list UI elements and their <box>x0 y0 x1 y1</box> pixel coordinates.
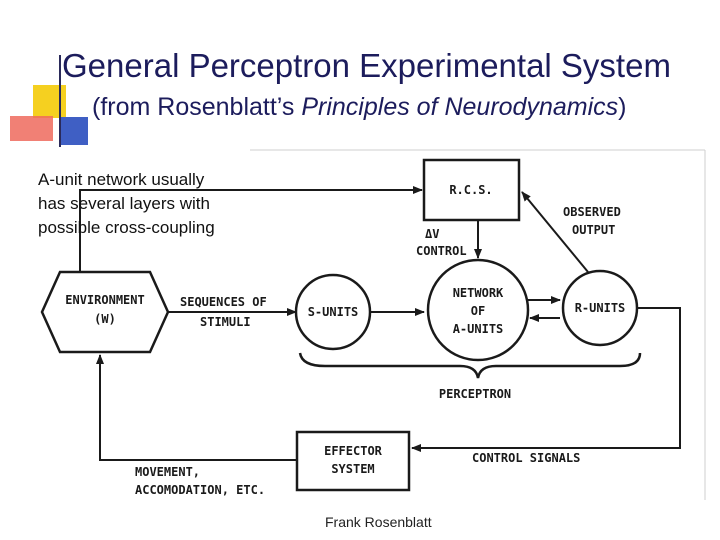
subtitle-suffix: ) <box>618 93 627 121</box>
subtitle-prefix: (from Rosenblatt’s <box>92 93 302 121</box>
environment-label-1: ENVIRONMENT <box>65 293 144 307</box>
perceptron-label: PERCEPTRON <box>439 387 511 401</box>
author-credit: Frank Rosenblatt <box>325 514 432 530</box>
perceptron-brace <box>298 352 642 379</box>
observed-label-1: OBSERVED <box>563 205 621 219</box>
movement-label-2: ACCOMODATION, ETC. <box>135 483 265 497</box>
environment-hexagon <box>40 270 170 354</box>
slide-subtitle: (from Rosenblatt’s Principles of Neurody… <box>92 93 626 122</box>
subtitle-book-title: Principles of Neurodynamics <box>301 93 619 121</box>
decor-vertical-line <box>59 55 61 147</box>
network-label-3: A-UNITS <box>453 322 504 336</box>
arrow-effector-to-env <box>96 354 297 461</box>
network-circle <box>426 258 530 362</box>
environment-label-2: (W) <box>94 312 116 326</box>
control-signals-label: CONTROL SIGNALS <box>472 451 580 465</box>
note-line-1: A-unit network usually <box>38 170 205 189</box>
arrow-env-to-rcs <box>79 186 423 272</box>
r-units-label: R-UNITS <box>575 301 626 315</box>
decor-red-square <box>10 116 53 141</box>
arrow-r-to-rcs <box>521 191 589 273</box>
s-units-label: S-UNITS <box>308 305 359 319</box>
note-line-2: has several layers with <box>38 194 210 213</box>
note-line-3: possible cross-coupling <box>38 218 215 237</box>
effector-label-1: EFFECTOR <box>324 444 383 458</box>
sequences-label-2: STIMULI <box>200 315 251 329</box>
slide-title: General Perceptron Experimental System <box>62 47 671 84</box>
decor-blue-square <box>60 117 88 145</box>
effector-box <box>295 430 411 492</box>
observed-label-2: OUTPUT <box>572 223 615 237</box>
movement-label-1: MOVEMENT, <box>135 465 200 479</box>
effector-label-2: SYSTEM <box>331 462 374 476</box>
sequences-label-1: SEQUENCES OF <box>180 295 267 309</box>
rcs-box <box>422 158 521 222</box>
a-unit-note: A-unit network usually has several layer… <box>38 168 253 240</box>
network-label-2: OF <box>471 304 485 318</box>
delta-v-label: ΔV <box>425 227 439 241</box>
arrow-r-to-effector <box>411 307 681 452</box>
network-label-1: NETWORK <box>453 286 504 300</box>
rcs-label: R.C.S. <box>449 183 492 197</box>
control-label: CONTROL <box>416 244 467 258</box>
